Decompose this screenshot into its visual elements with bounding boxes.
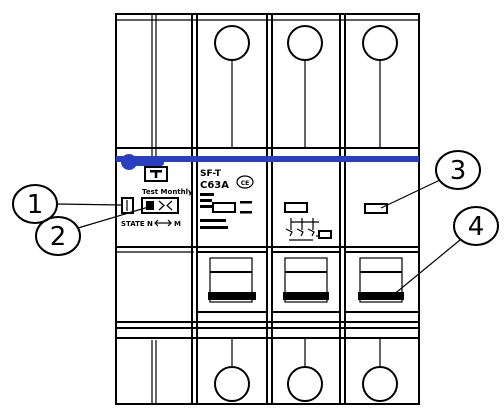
handle-bar-pole-2 xyxy=(208,292,256,300)
pole-2-label: SF-T C63A CE xyxy=(200,169,254,229)
top-terminals xyxy=(116,19,419,149)
bottom-terminal-screw-4 xyxy=(362,366,398,402)
pole-separators xyxy=(151,14,346,404)
top-terminal-screw-2 xyxy=(214,25,250,61)
top-terminal-screw-3 xyxy=(287,25,323,61)
callout-number-4: 4 xyxy=(468,212,485,242)
callout-number-1: 1 xyxy=(27,190,44,220)
callout-1: 1 xyxy=(12,184,123,224)
top-terminal-screw-4 xyxy=(362,25,398,61)
leader-line-4 xyxy=(391,239,461,297)
handle-bar-pole-3 xyxy=(283,292,329,300)
spec-lines xyxy=(200,193,228,229)
switch-label-left: N xyxy=(147,220,153,228)
model-label: SF-T xyxy=(200,169,222,179)
leader-line-3 xyxy=(380,179,441,209)
state-label: STATE xyxy=(121,220,145,228)
selector-switch-arrow-left xyxy=(166,200,173,211)
leader-line-1 xyxy=(56,203,123,206)
test-button-t-stem xyxy=(154,170,158,178)
pole-3-circuit-symbol xyxy=(285,218,332,241)
pole-3-label xyxy=(284,202,332,241)
leader-line-2 xyxy=(77,205,153,229)
front-label-area: STATE Test Monthly N M xyxy=(121,166,193,228)
callout-2: 2 xyxy=(35,205,153,256)
bottom-terminal-screw-2 xyxy=(214,366,250,402)
front-plate-divider xyxy=(116,246,419,253)
callout-number-3: 3 xyxy=(450,156,467,186)
bottom-terminals xyxy=(214,338,398,402)
selector-switch-left-block xyxy=(146,201,154,210)
handle-pole-2 xyxy=(209,257,253,303)
ce-mark: CE xyxy=(241,180,250,187)
handles xyxy=(208,257,404,303)
pole-3-window xyxy=(284,202,308,213)
brand-logo xyxy=(121,154,164,170)
bottom-terminal-screw-3 xyxy=(287,366,323,402)
lower-divider xyxy=(116,321,419,339)
selector-switch-arrow-right xyxy=(158,200,165,211)
pole-4-window xyxy=(364,203,388,214)
callout-number-2: 2 xyxy=(50,222,67,252)
switch-label-right: M xyxy=(174,220,181,228)
handle-bar-pole-4 xyxy=(358,292,404,300)
ce-mark-outline xyxy=(236,175,254,189)
handle-pole-3 xyxy=(284,257,328,303)
rating-label: C63A xyxy=(200,180,229,191)
test-monthly-label: Test Monthly xyxy=(142,188,193,196)
pole-2-window xyxy=(212,202,236,213)
handle-frames xyxy=(196,251,420,313)
pole-2-marks xyxy=(240,201,252,214)
blue-band xyxy=(116,156,419,162)
callout-4: 4 xyxy=(391,206,499,297)
callout-3: 3 xyxy=(380,150,481,209)
handle-pole-4 xyxy=(359,257,403,303)
